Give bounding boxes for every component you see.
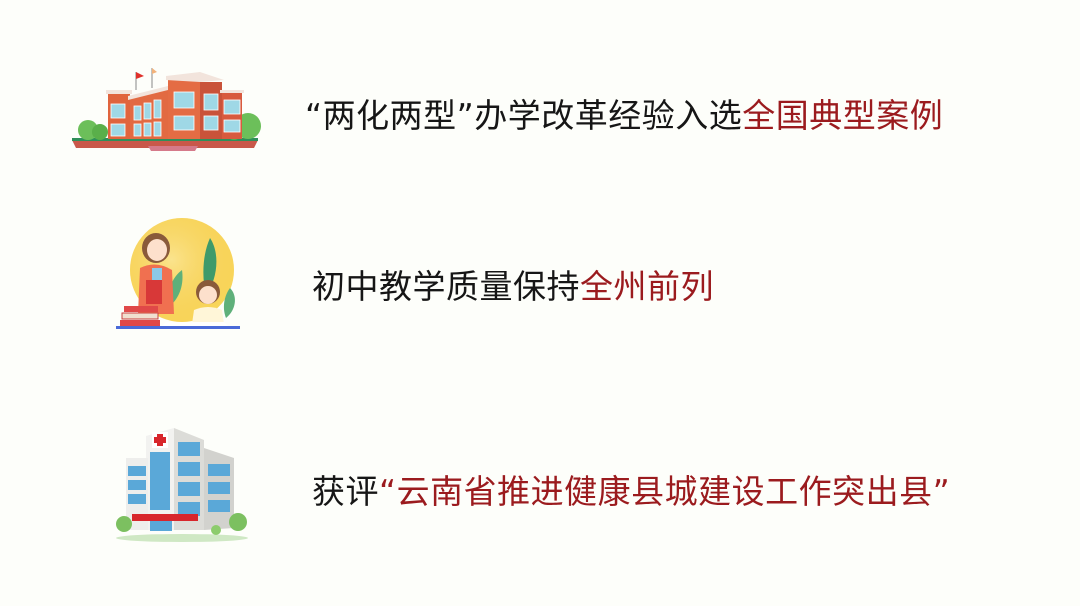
achievement-row-1: “两化两型”办学改革经验入选全国典型案例: [0, 60, 1080, 160]
achievement-prefix: 初中教学质量保持: [312, 267, 580, 306]
achievement-prefix: “两化两型”办学改革经验入选: [305, 96, 743, 135]
teacher-student-icon: [110, 218, 250, 334]
achievement-prefix: 获评: [312, 472, 379, 511]
achievement-text: “两化两型”办学改革经验入选全国典型案例: [305, 96, 943, 136]
school-building-icon: [68, 60, 264, 155]
hospital-building-icon: [112, 418, 252, 544]
achievement-row-3: 获评“云南省推进健康县城建设工作突出县”: [0, 418, 1080, 546]
achievement-row-2: 初中教学质量保持全州前列: [0, 218, 1080, 338]
achievement-text: 初中教学质量保持全州前列: [312, 267, 714, 307]
achievement-text: 获评“云南省推进健康县城建设工作突出县”: [312, 472, 950, 512]
achievement-highlight: 全州前列: [580, 267, 714, 306]
achievement-highlight: 全国典型案例: [742, 96, 944, 135]
achievement-highlight: “云南省推进健康县城建设工作突出县”: [379, 472, 951, 511]
